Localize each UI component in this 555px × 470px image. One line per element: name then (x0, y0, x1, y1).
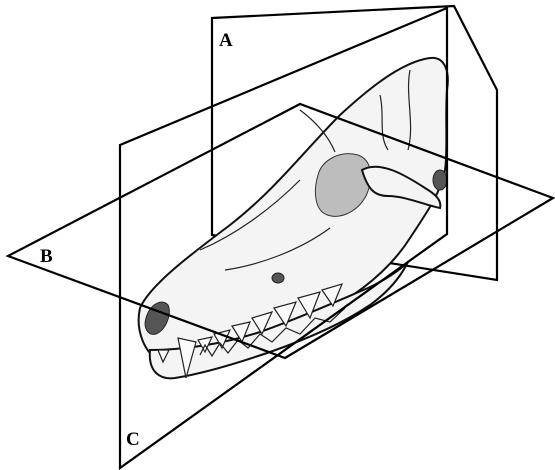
skull-foramen (272, 273, 284, 283)
label-plane-a: A (219, 30, 233, 51)
skull-illustration (139, 58, 448, 378)
label-plane-b: B (40, 246, 53, 267)
label-plane-c: C (126, 429, 140, 450)
skull-cranium (139, 58, 448, 360)
skull-condyle (433, 170, 447, 190)
